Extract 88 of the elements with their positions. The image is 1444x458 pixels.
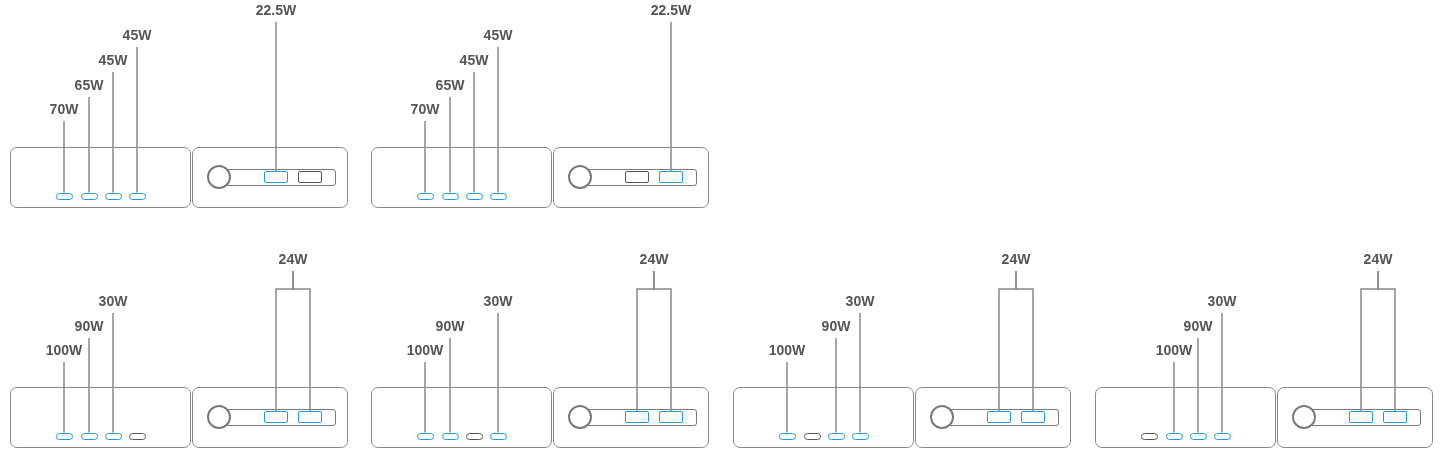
usb-c-port <box>416 432 434 440</box>
leader-line <box>473 71 475 194</box>
power-label: 22.5W <box>241 2 311 18</box>
usb-c-port <box>55 192 73 200</box>
usb-a-port <box>264 411 288 423</box>
usb-c-port <box>104 192 122 200</box>
power-label: 65W <box>415 77 485 93</box>
usb-c-port <box>55 432 73 440</box>
leader-line <box>859 312 861 434</box>
usb-c-port <box>104 432 122 440</box>
usb-c-port <box>128 432 146 440</box>
leader-line <box>449 337 451 434</box>
power-label: 100W <box>752 342 822 358</box>
usb-a-port <box>1021 411 1045 423</box>
power-label: 45W <box>102 27 172 43</box>
usb-c-port <box>80 192 98 200</box>
usb-c-port <box>778 432 796 440</box>
usb-a-port <box>659 171 683 183</box>
usb-c-port <box>80 432 98 440</box>
usb-a-port <box>625 411 649 423</box>
usb-c-port <box>465 192 483 200</box>
leader-line <box>835 337 837 434</box>
usb-c-port <box>1189 432 1207 440</box>
usb-a-port <box>1349 411 1373 423</box>
usb-c-port <box>128 192 146 200</box>
usb-a-port <box>264 171 288 183</box>
power-label: 65W <box>54 77 124 93</box>
usb-a-port <box>625 171 649 183</box>
leader-line <box>1197 337 1199 434</box>
power-label: 90W <box>1163 318 1233 334</box>
leader-line <box>424 361 426 434</box>
power-label: 30W <box>825 293 895 309</box>
usb-c-port <box>489 432 507 440</box>
power-label: 100W <box>390 342 460 358</box>
usb-a-port <box>1383 411 1407 423</box>
usb-a-port <box>987 411 1011 423</box>
usb-a-port <box>298 411 322 423</box>
power-label: 24W <box>258 251 328 267</box>
usb-c-port <box>489 192 507 200</box>
power-label: 24W <box>619 251 689 267</box>
power-label: 22.5W <box>636 2 706 18</box>
usb-a-port <box>298 171 322 183</box>
power-label: 24W <box>981 251 1051 267</box>
usb-c-port <box>441 432 459 440</box>
usb-c-port <box>465 432 483 440</box>
power-label: 45W <box>78 52 148 68</box>
power-label: 24W <box>1343 251 1413 267</box>
leader-line <box>63 120 65 194</box>
usb-c-port <box>416 192 434 200</box>
leader-line <box>275 21 277 172</box>
leader-line <box>88 337 90 434</box>
usb-c-port <box>1140 432 1158 440</box>
leader-line <box>1377 270 1396 412</box>
leader-line <box>497 46 499 194</box>
power-label: 90W <box>415 318 485 334</box>
usb-c-port <box>851 432 869 440</box>
power-label: 30W <box>78 293 148 309</box>
leader-line <box>136 46 138 194</box>
power-label: 45W <box>463 27 533 43</box>
usb-c-port <box>441 192 459 200</box>
leader-line <box>1173 361 1175 434</box>
leader-line <box>63 361 65 434</box>
leader-line <box>786 361 788 434</box>
leader-line <box>1221 312 1223 434</box>
usb-a-port <box>659 411 683 423</box>
power-label: 70W <box>390 101 460 117</box>
usb-c-port <box>827 432 845 440</box>
power-label: 100W <box>29 342 99 358</box>
leader-line <box>112 71 114 194</box>
power-label: 45W <box>439 52 509 68</box>
power-label: 70W <box>29 101 99 117</box>
leader-line <box>497 312 499 434</box>
usb-c-port <box>803 432 821 440</box>
power-label: 100W <box>1139 342 1209 358</box>
usb-c-port <box>1165 432 1183 440</box>
leader-line <box>653 270 672 412</box>
leader-line <box>112 312 114 434</box>
power-label: 30W <box>463 293 533 309</box>
power-label: 30W <box>1187 293 1257 309</box>
leader-line <box>449 96 451 194</box>
leader-line <box>1015 270 1034 412</box>
leader-line <box>292 270 311 412</box>
power-label: 90W <box>54 318 124 334</box>
usb-c-port <box>1213 432 1231 440</box>
leader-line <box>670 21 672 172</box>
power-label: 90W <box>801 318 871 334</box>
leader-line <box>88 96 90 194</box>
leader-line <box>424 120 426 194</box>
